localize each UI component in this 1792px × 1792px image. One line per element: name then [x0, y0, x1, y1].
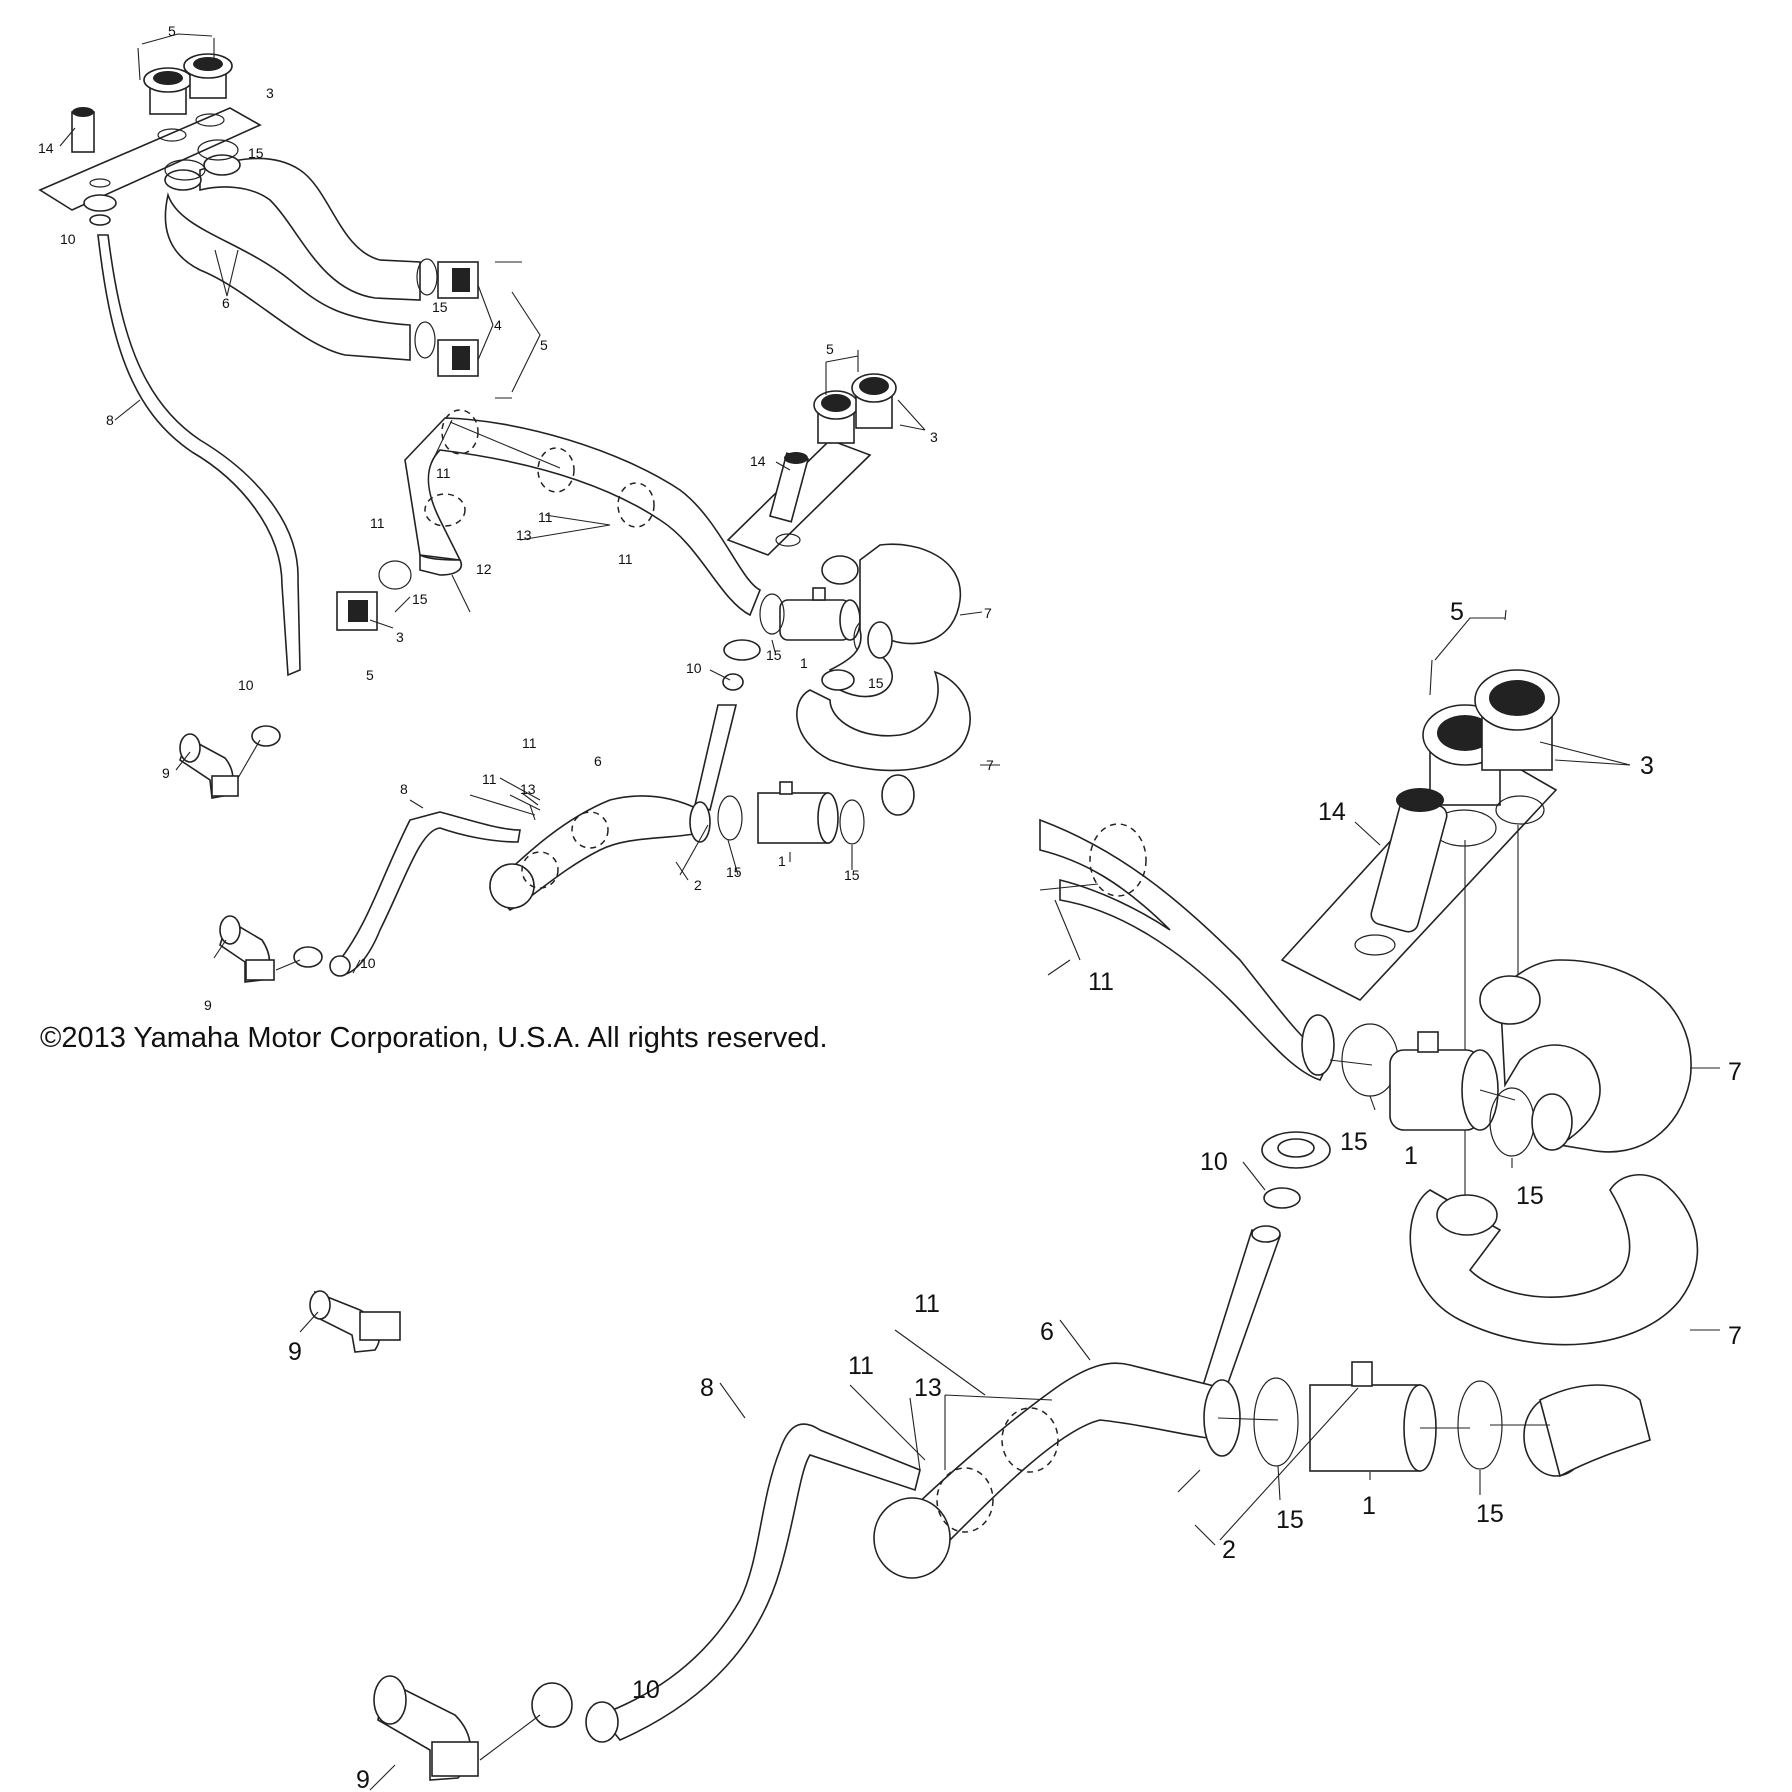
- callout-2-b: 2: [694, 877, 702, 893]
- callout-9-c2: 9: [356, 1766, 370, 1792]
- duct-vent-4: [437, 261, 479, 377]
- callout-15-b5: 15: [844, 867, 860, 883]
- muffler-1-view-b: [779, 587, 861, 641]
- callout-8-a: 8: [106, 412, 114, 428]
- callout-9-c: 9: [288, 1338, 302, 1366]
- copyright-notice: ©2013 Yamaha Motor Corporation, U.S.A. A…: [40, 1022, 828, 1054]
- callout-10-c2: 10: [632, 1676, 660, 1704]
- vent-tube-14-view-c: [1370, 788, 1448, 933]
- callout-5-b: 5: [826, 341, 834, 357]
- vent-tube-14: [71, 107, 95, 153]
- callout-11-b1: 11: [436, 465, 451, 481]
- vent-cover-pair-view-c: [1422, 669, 1560, 806]
- callout-6-b: 6: [594, 753, 602, 769]
- callout-11-c3: 11: [848, 1352, 874, 1380]
- callout-labels: 5 3 14 15 10 6 15 4 5 8 10 9 5 3 14 11 1…: [38, 23, 1742, 1792]
- callout-2-c: 2: [1222, 1536, 1236, 1564]
- callout-1-b2: 1: [778, 853, 786, 869]
- vent-tube-14-view-b: [769, 452, 810, 523]
- side-vent-3: [336, 591, 378, 631]
- callout-15-c3: 15: [1476, 1500, 1504, 1528]
- callout-9-a: 9: [162, 765, 170, 781]
- mounting-plate: [38, 107, 262, 211]
- callout-1-b: 1: [800, 655, 808, 671]
- elbow-fitting-9-partial: [309, 1290, 401, 1353]
- muffler-1-lower-view-b: [757, 781, 839, 844]
- callout-5-a2: 5: [540, 337, 548, 353]
- callout-15-b4: 15: [726, 864, 742, 880]
- callout-10-b2: 10: [360, 955, 376, 971]
- muffler-1-lower-view-c: [1309, 1361, 1437, 1472]
- callout-3-b2: 3: [396, 629, 404, 645]
- loop-duct-7-lower-view-c: [1409, 1174, 1699, 1346]
- clamp-15-lower-left-view-c: [1253, 1377, 1299, 1467]
- callout-10-b: 10: [686, 660, 702, 676]
- callout-14-c: 14: [1318, 798, 1346, 826]
- callout-8-c: 8: [700, 1374, 714, 1402]
- vent-cover-pair-view-b: [813, 373, 897, 444]
- callout-6-a: 6: [222, 295, 230, 311]
- hose-8-view-c: [598, 1423, 921, 1741]
- dashed-band-view-c: [1089, 823, 1147, 897]
- callout-7-c: 7: [1728, 1058, 1742, 1086]
- callout-11-b3: 11: [538, 509, 553, 525]
- callout-5-a: 5: [168, 23, 176, 39]
- callout-11-b5: 11: [522, 735, 537, 751]
- callout-14-b: 14: [750, 453, 766, 469]
- callout-12-b: 12: [476, 561, 492, 577]
- clamp-15-view-b: [378, 560, 412, 590]
- view-c-group: [299, 609, 1720, 1791]
- callout-10-a: 10: [60, 231, 76, 247]
- callout-11-c2: 11: [914, 1290, 940, 1318]
- callout-15-a: 15: [248, 145, 264, 161]
- callout-15-b3: 15: [868, 675, 884, 691]
- callout-1-c: 1: [1404, 1142, 1418, 1170]
- hose-8-view-a: [97, 234, 301, 677]
- callout-7-c2: 7: [1728, 1322, 1742, 1350]
- callout-3-c: 3: [1640, 752, 1654, 780]
- callout-3-a: 3: [266, 85, 274, 101]
- view-a-group: [38, 33, 541, 799]
- callout-10-c: 10: [1200, 1148, 1228, 1176]
- callout-8-b: 8: [400, 781, 408, 797]
- elbow-fitting-9-view-a: [179, 733, 239, 799]
- elbow-fitting-9-view-c: [373, 1675, 479, 1781]
- callout-14-a: 14: [38, 140, 54, 156]
- callout-13-b2: 13: [520, 781, 536, 797]
- callout-7-b: 7: [984, 605, 992, 621]
- view-b-group: [213, 350, 1000, 983]
- callout-11-b2: 11: [370, 515, 385, 531]
- hose-8-view-b: [339, 811, 521, 976]
- callout-10-a2: 10: [238, 677, 254, 693]
- duct-6-view-c: [1039, 818, 1332, 1081]
- callout-5-b2: 5: [366, 667, 374, 683]
- callout-11-b4: 11: [618, 551, 633, 567]
- callout-4-a: 4: [494, 317, 502, 333]
- twin-duct-6: [199, 157, 421, 301]
- callout-7-b2: 7: [986, 757, 994, 773]
- callout-13-b: 13: [516, 527, 532, 543]
- callout-15-c4: 15: [1276, 1506, 1304, 1534]
- callout-5-c: 5: [1450, 598, 1464, 626]
- upper-duct-12: [404, 417, 762, 617]
- callout-11-c1: 11: [1088, 968, 1114, 996]
- elbow-fitting-9-view-b: [219, 915, 275, 983]
- callout-11-b6: 11: [482, 771, 497, 787]
- callout-13-c: 13: [914, 1374, 942, 1402]
- callout-6-c: 6: [1040, 1318, 1054, 1346]
- callout-15-b2: 15: [766, 647, 782, 663]
- callout-9-b: 9: [204, 997, 212, 1013]
- loop-duct-7-upper-view-c: [1499, 959, 1692, 1153]
- callout-1-c2: 1: [1362, 1492, 1376, 1520]
- callout-15-a2: 15: [432, 299, 448, 315]
- callout-15-b: 15: [412, 591, 428, 607]
- muffler-1-upper-view-c: [1389, 1031, 1499, 1131]
- callout-3-b: 3: [930, 429, 938, 445]
- vent-cover-pair: [143, 53, 233, 115]
- callout-15-c1: 15: [1340, 1128, 1368, 1156]
- callout-15-c2: 15: [1516, 1182, 1544, 1210]
